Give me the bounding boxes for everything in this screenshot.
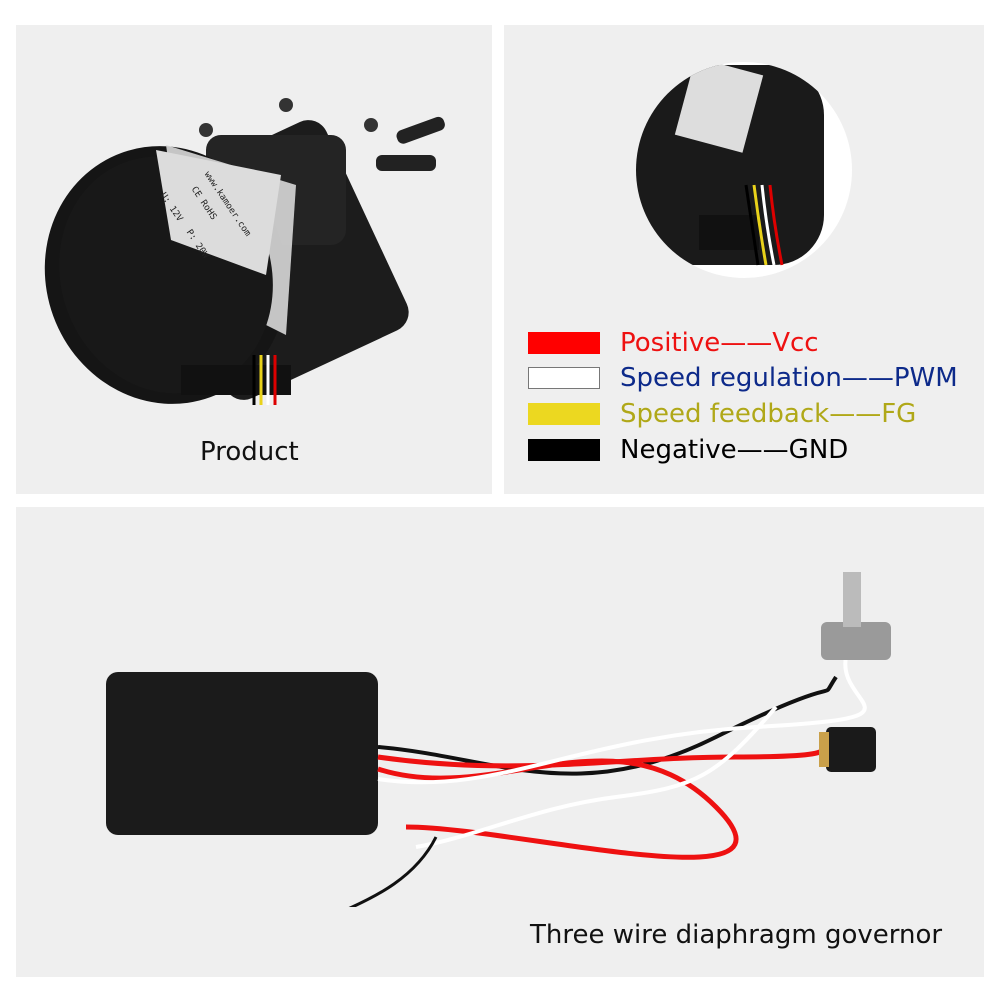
pump-image <box>44 98 445 405</box>
white-wire-swatch <box>528 367 600 389</box>
legend-item-pwm: Speed regulation——PWM <box>528 363 958 393</box>
yellow-wire-swatch <box>528 403 600 425</box>
product-panel: www.kamoer.com U: 12V P: 20W CE RoHS Pro… <box>16 25 492 494</box>
red-wire-swatch <box>528 332 600 354</box>
legend-item-fg: Speed feedback——FG <box>528 399 916 429</box>
governor-caption: Three wire diaphragm governor <box>530 920 943 950</box>
legend-label: Speed regulation——PWM <box>620 363 958 393</box>
governor-image <box>106 572 891 907</box>
black-wire-swatch <box>528 439 600 461</box>
legend-label: Speed feedback——FG <box>620 399 917 429</box>
governor-panel: Three wire diaphragm governor <box>16 507 984 977</box>
legend-label: Positive——Vcc <box>620 328 819 358</box>
legend-item-gnd: Negative——GND <box>528 435 848 465</box>
legend-item-vcc: Positive——Vcc <box>528 328 819 358</box>
legend-label: Negative——GND <box>620 435 849 465</box>
product-caption: Product <box>200 437 299 467</box>
pump-closeup-image <box>636 62 852 278</box>
wiring-legend-panel: Positive——Vcc Speed regulation——PWM Spee… <box>504 25 984 494</box>
